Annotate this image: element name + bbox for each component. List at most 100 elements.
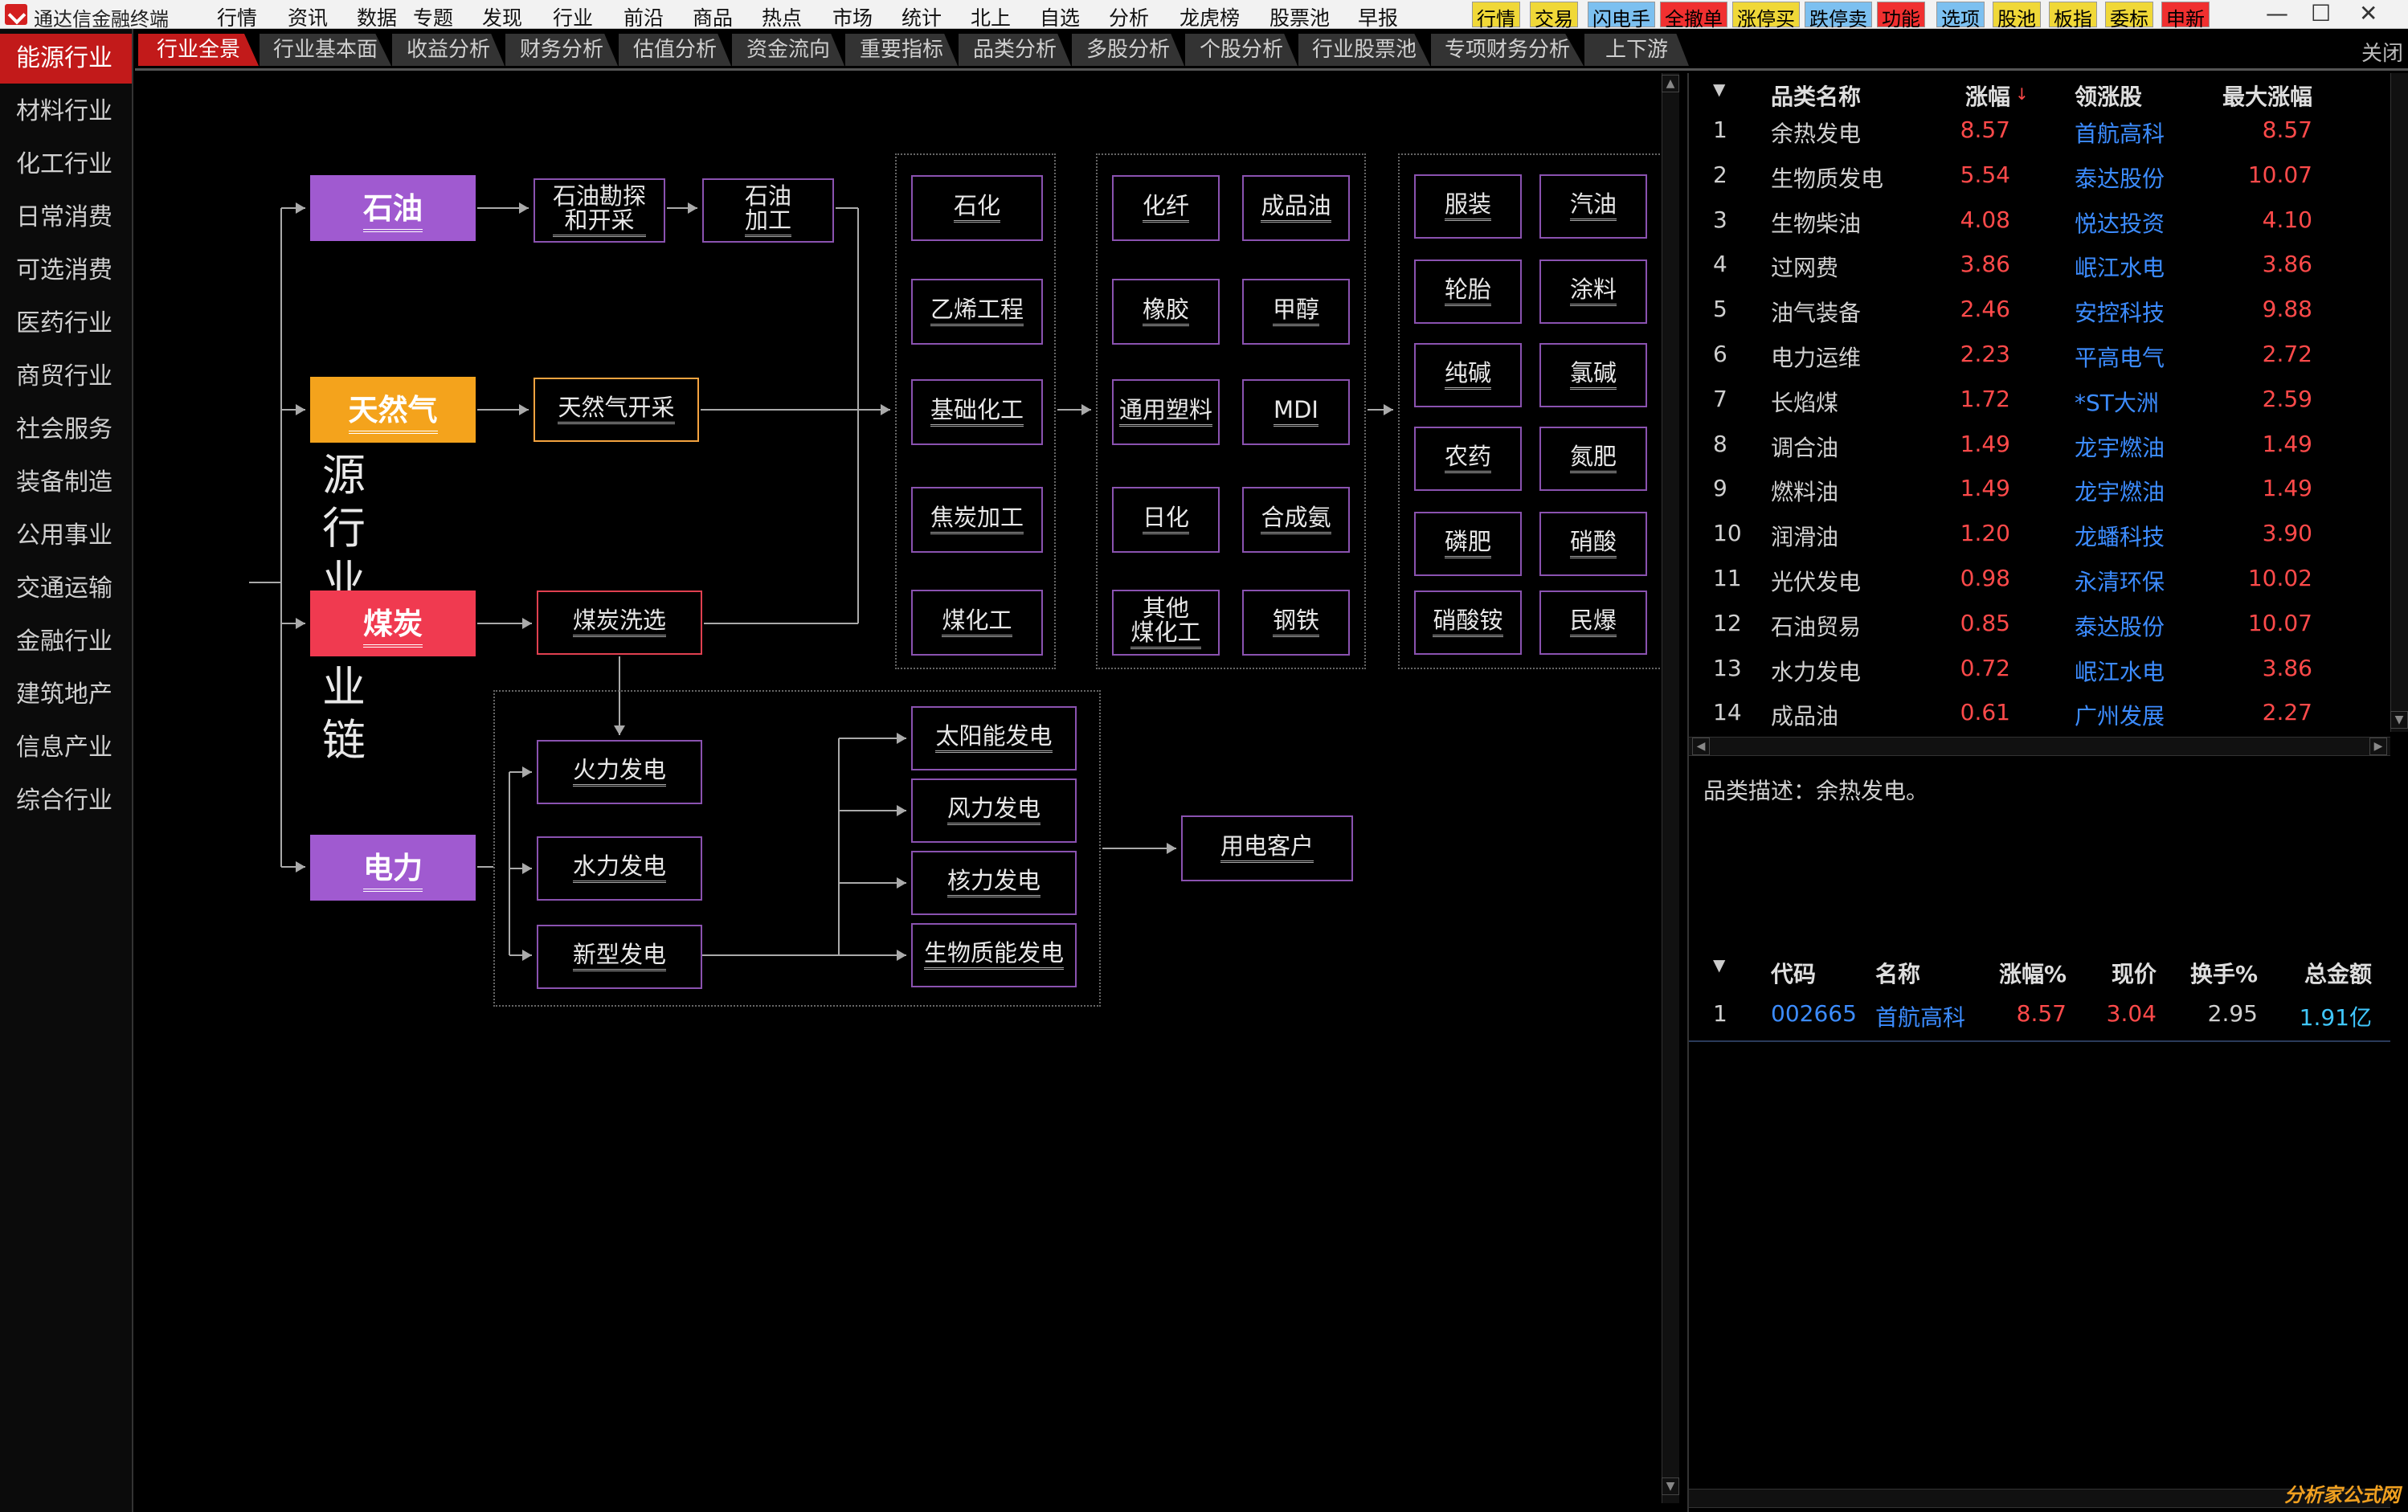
node-col2b-3[interactable]: 合成氨: [1242, 487, 1350, 553]
quick-button-1[interactable]: 交易: [1530, 2, 1578, 31]
cat-scroll-right-icon[interactable]: ▶: [2369, 738, 2387, 755]
sidebar-item-6[interactable]: 商贸行业: [16, 362, 112, 390]
tab-5[interactable]: 资金流向: [732, 34, 844, 66]
menu-9[interactable]: 市场: [832, 6, 873, 30]
node-gas-extraction[interactable]: 天然气开采: [534, 378, 699, 442]
node-new-power-3[interactable]: 生物质能发电: [911, 923, 1077, 987]
stock-hscroll[interactable]: [1689, 1489, 2390, 1508]
cat-scroll-down-icon[interactable]: ▼: [2390, 711, 2408, 729]
node-col2b-4[interactable]: 钢铁: [1242, 590, 1350, 656]
node-col3b-1[interactable]: 涂料: [1539, 259, 1647, 324]
sidebar-item-14[interactable]: 综合行业: [16, 787, 112, 815]
sidebar-item-12[interactable]: 建筑地产: [16, 680, 112, 709]
sidebar-item-4[interactable]: 可选消费: [16, 256, 112, 284]
node-power-0[interactable]: 火力发电: [537, 740, 702, 804]
node-new-power-2[interactable]: 核力发电: [911, 851, 1077, 915]
menu-5[interactable]: 行业: [553, 6, 594, 30]
menu-6[interactable]: 前沿: [623, 6, 664, 30]
menu-14[interactable]: 龙虎榜: [1179, 6, 1241, 30]
category-0[interactable]: 石油: [310, 175, 476, 241]
node-col3b-0[interactable]: 汽油: [1539, 174, 1647, 239]
category-1[interactable]: 天然气: [310, 377, 476, 443]
node-power-1[interactable]: 水力发电: [537, 836, 702, 901]
category-vscroll[interactable]: [2390, 73, 2408, 732]
quick-button-6[interactable]: 功能: [1877, 2, 1925, 31]
cat-scroll-left-icon[interactable]: ◀: [1692, 738, 1710, 755]
sort-menu-icon[interactable]: ▼: [1713, 80, 1726, 99]
menu-16[interactable]: 早报: [1358, 6, 1399, 30]
tab-10[interactable]: 行业股票池: [1298, 34, 1430, 66]
sidebar-item-7[interactable]: 社会服务: [16, 415, 112, 443]
node-col1-2[interactable]: 基础化工: [911, 379, 1043, 445]
tab-2[interactable]: 收益分析: [392, 34, 505, 66]
sidebar-item-1[interactable]: 材料行业: [16, 97, 112, 125]
quick-button-3[interactable]: 全撤单: [1660, 2, 1727, 31]
node-col1-1[interactable]: 乙烯工程: [911, 279, 1043, 345]
sidebar-item-8[interactable]: 装备制造: [16, 468, 112, 497]
menu-7[interactable]: 商品: [693, 6, 734, 30]
node-col2a-2[interactable]: 通用塑料: [1112, 379, 1220, 445]
stock-header-2[interactable]: 涨幅%: [1998, 961, 2067, 987]
tab-3[interactable]: 财务分析: [505, 34, 618, 66]
node-col2b-1[interactable]: 甲醇: [1242, 279, 1350, 345]
menu-1[interactable]: 资讯: [288, 6, 329, 30]
node-coal-washing[interactable]: 煤炭洗选: [537, 590, 702, 655]
stock-header-5[interactable]: 总金额: [2304, 961, 2372, 987]
quick-button-5[interactable]: 跌停卖: [1805, 2, 1872, 31]
sidebar-item-0[interactable]: 能源行业: [0, 34, 132, 84]
node-col3a-5[interactable]: 硝酸铵: [1414, 590, 1522, 655]
node-new-power-0[interactable]: 太阳能发电: [911, 706, 1077, 770]
cat-header-3[interactable]: 最大涨幅: [2222, 84, 2312, 110]
quick-button-4[interactable]: 涨停买: [1732, 2, 1800, 31]
sidebar-item-5[interactable]: 医药行业: [16, 309, 112, 337]
node-col2a-1[interactable]: 橡胶: [1112, 279, 1220, 345]
sidebar-item-13[interactable]: 信息产业: [16, 734, 112, 762]
tab-9[interactable]: 个股分析: [1185, 34, 1298, 66]
quick-button-8[interactable]: 股池: [1993, 2, 2041, 31]
menu-10[interactable]: 统计: [901, 6, 942, 30]
diagram-vscroll[interactable]: [1662, 73, 1679, 1503]
menu-11[interactable]: 北上: [971, 6, 1012, 30]
tab-12[interactable]: 上下游: [1584, 34, 1689, 66]
tab-7[interactable]: 品类分析: [959, 34, 1071, 66]
node-oil-exploration[interactable]: 石油勘探和开采: [534, 178, 665, 243]
menu-15[interactable]: 股票池: [1269, 6, 1331, 30]
tab-8[interactable]: 多股分析: [1072, 34, 1184, 66]
node-new-power-1[interactable]: 风力发电: [911, 778, 1077, 843]
cat-header-0[interactable]: 品类名称: [1771, 84, 1862, 110]
quick-button-11[interactable]: 申新: [2161, 2, 2210, 31]
node-col3b-3[interactable]: 氮肥: [1539, 427, 1647, 491]
sidebar-item-10[interactable]: 交通运输: [16, 574, 112, 603]
close-window-icon[interactable]: ✕: [2359, 0, 2378, 27]
node-col3b-4[interactable]: 硝酸: [1539, 512, 1647, 576]
node-col3b-5[interactable]: 民爆: [1539, 590, 1647, 655]
sidebar-item-2[interactable]: 化工行业: [16, 150, 112, 178]
node-col2a-3[interactable]: 日化: [1112, 487, 1220, 553]
stock-header-0[interactable]: 代码: [1771, 961, 1817, 987]
tab-1[interactable]: 行业基本面: [260, 34, 391, 66]
quick-button-0[interactable]: 行情: [1472, 2, 1520, 31]
category-2[interactable]: 煤炭: [310, 590, 476, 656]
category-hscroll[interactable]: [1689, 737, 2390, 756]
sidebar-item-3[interactable]: 日常消费: [16, 203, 112, 231]
close-button[interactable]: 关闭: [2361, 42, 2403, 66]
quick-button-9[interactable]: 板指: [2049, 2, 2097, 31]
menu-12[interactable]: 自选: [1040, 6, 1081, 30]
node-col2b-0[interactable]: 成品油: [1242, 175, 1350, 241]
node-oil-processing[interactable]: 石油加工: [702, 178, 834, 243]
node-col3a-3[interactable]: 农药: [1414, 427, 1522, 491]
menu-0[interactable]: 行情: [217, 6, 258, 30]
quick-button-2[interactable]: 闪电手: [1588, 2, 1655, 31]
stock-header-1[interactable]: 名称: [1875, 961, 1921, 987]
menu-4[interactable]: 发现: [482, 6, 523, 30]
node-col2a-0[interactable]: 化纤: [1112, 175, 1220, 241]
